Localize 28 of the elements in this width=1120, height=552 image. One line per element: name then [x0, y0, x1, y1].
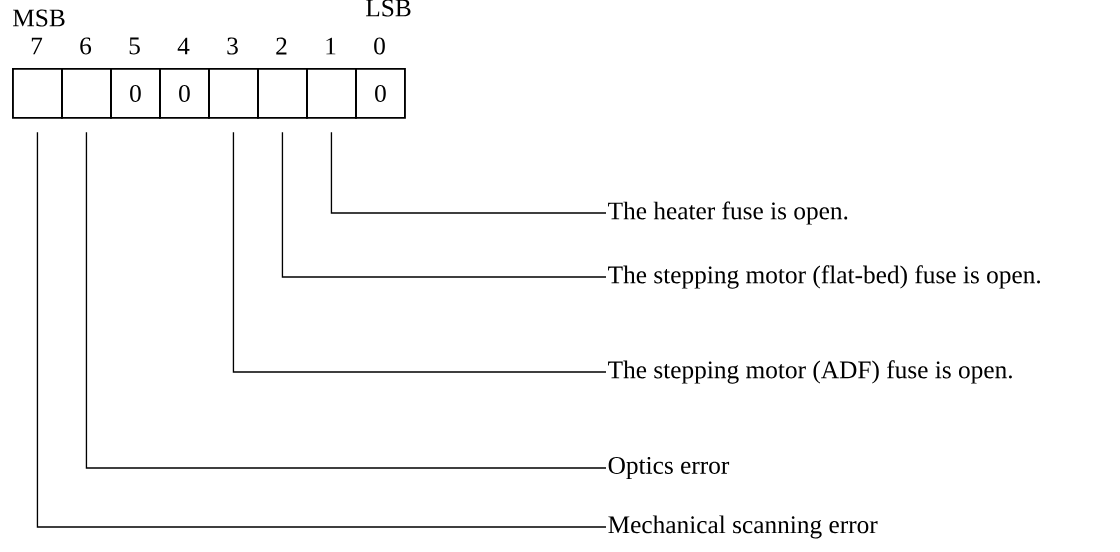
bit-number: 5 [129, 37, 140, 55]
bit-order-label: MSB [13, 9, 65, 27]
bit-cell: 0 [110, 68, 161, 119]
bit-number: 1 [326, 37, 336, 55]
annotation-text: The heater fuse is open. [608, 201, 848, 225]
bit-cell [257, 68, 308, 119]
bit-number: 2 [276, 37, 287, 55]
bit-number: 4 [177, 37, 190, 55]
annotation-text: Mechanical scanning error [608, 515, 878, 539]
bit-number: 7 [31, 37, 43, 55]
annotation-text: The stepping motor (flat-bed) fuse is open. [608, 265, 1041, 289]
annotation-text: Optics error [608, 456, 730, 480]
bit-cell [208, 68, 259, 119]
leader-line [85, 131, 607, 469]
bit-cell: 0 [355, 68, 406, 119]
leader-line [330, 131, 607, 214]
leader-line [232, 131, 607, 373]
leader-line [36, 131, 607, 528]
bit-order-label: LSB [366, 0, 411, 17]
bit-number: 3 [227, 37, 238, 55]
annotation-text: The stepping motor (ADF) fuse is open. [608, 360, 1012, 384]
bit-cell [306, 68, 357, 119]
leader-line [281, 131, 607, 278]
bit-cell [12, 68, 63, 119]
bit-number: 0 [374, 37, 385, 55]
bit-cell [61, 68, 112, 119]
bit-cell: 0 [159, 68, 210, 119]
bit-number: 6 [80, 37, 92, 55]
